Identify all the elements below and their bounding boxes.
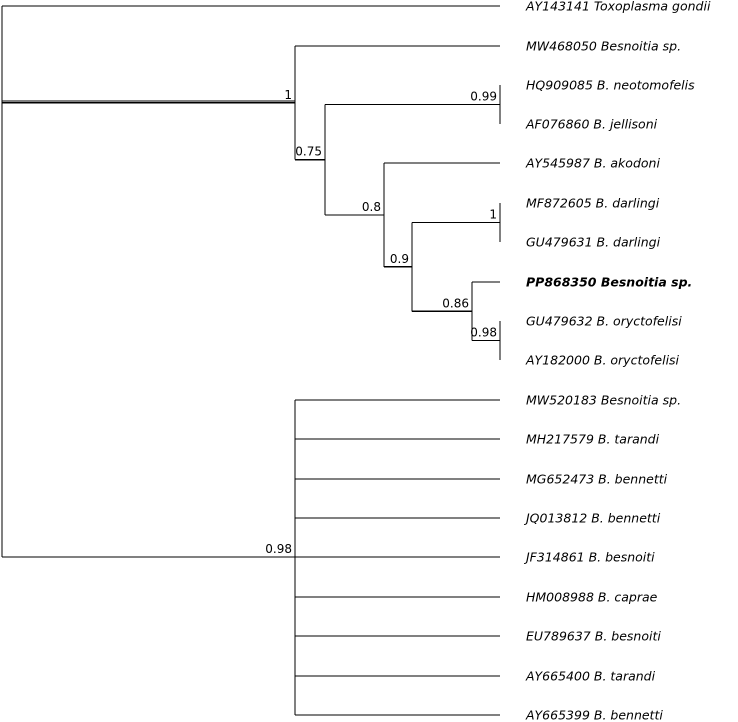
taxon-label-t_gu631: GU479631 B. darlingi <box>526 235 661 250</box>
support-value-c_dar: 1 <box>489 208 497 222</box>
support-value-c_08: 0.8 <box>362 200 381 214</box>
taxon-label-t_hq909: HQ909085 B. neotomofelis <box>526 78 695 93</box>
taxon-label-t_ay400: AY665400 B. tarandi <box>525 669 656 684</box>
taxon-label-t_mw468: MW468050 Besnoitia sp. <box>526 39 681 54</box>
taxon-label-t_toxo: AY143141 Toxoplasma gondii <box>525 0 711 14</box>
taxon-label-t_mh217: MH217579 B. tarandi <box>526 432 660 447</box>
support-value-c_ory: 0.98 <box>470 326 497 340</box>
taxon-label-t_ay545: AY545987 B. akodoni <box>525 156 660 171</box>
taxon-label-t_ay182: AY182000 B. oryctofelisi <box>525 353 680 368</box>
taxon-label-t_mg652: MG652473 B. bennetti <box>526 472 668 487</box>
support-value-c_075: 0.75 <box>295 145 322 159</box>
taxon-label-t_hm008: HM008988 B. caprae <box>526 590 658 605</box>
support-value-c_1: 1 <box>284 88 292 102</box>
taxon-label-t_jq013: JQ013812 B. bennetti <box>523 511 661 526</box>
taxon-label-t_mw520: MW520183 Besnoitia sp. <box>526 393 681 408</box>
taxon-label-t_mf872: MF872605 B. darlingi <box>526 196 660 211</box>
support-value-c_neo: 0.99 <box>470 90 497 104</box>
taxon-label-t_gu632: GU479632 B. oryctofelisi <box>526 314 682 329</box>
taxon-label-t_af076: AF076860 B. jellisoni <box>525 117 658 132</box>
taxon-label-t_pp868: PP868350 Besnoitia sp. <box>526 275 692 290</box>
taxon-label-t_ay399: AY665399 B. bennetti <box>525 708 663 722</box>
support-value-c_poly: 0.98 <box>265 542 292 556</box>
taxon-label-t_eu789: EU789637 B. besnoiti <box>526 629 661 644</box>
support-value-c_pp: 0.86 <box>442 296 469 310</box>
support-value-c_09: 0.9 <box>390 252 409 266</box>
taxon-label-t_jf314: JF314861 B. besnoiti <box>523 550 655 565</box>
